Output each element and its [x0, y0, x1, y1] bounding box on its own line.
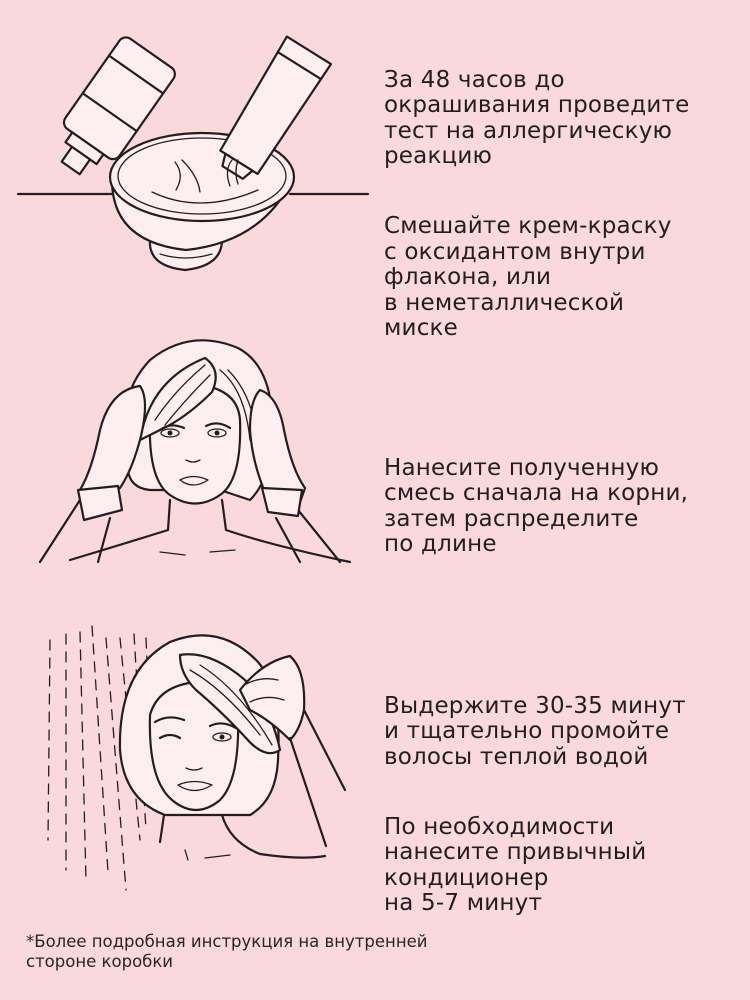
step-2-text: Нанесите полученную смесь сначала на кор…: [384, 430, 688, 602]
apply-instruction: Нанесите полученную смесь сначала на кор…: [384, 454, 689, 557]
step-1-text: За 48 часов до окрашивания проведите тес…: [384, 42, 689, 386]
conditioner-instruction: По необходимости нанесите привычный конд…: [384, 813, 647, 916]
allergy-test-instruction: За 48 часов до окрашивания проведите тес…: [384, 66, 690, 169]
woman-rinsing-hair-icon: [0, 610, 370, 920]
wait-rinse-instruction: Выдержите 30-35 минут и тщательно промой…: [384, 692, 686, 770]
bowl-mixing-icon: [0, 20, 370, 290]
step-3-text: Выдержите 30-35 минут и тщательно промой…: [384, 668, 686, 961]
mix-instruction: Смешайте крем-краску с оксидантом внутри…: [384, 213, 672, 341]
footnote: *Более подробная инструкция на внутренне…: [26, 932, 428, 971]
woman-applying-dye-icon: [0, 330, 370, 580]
